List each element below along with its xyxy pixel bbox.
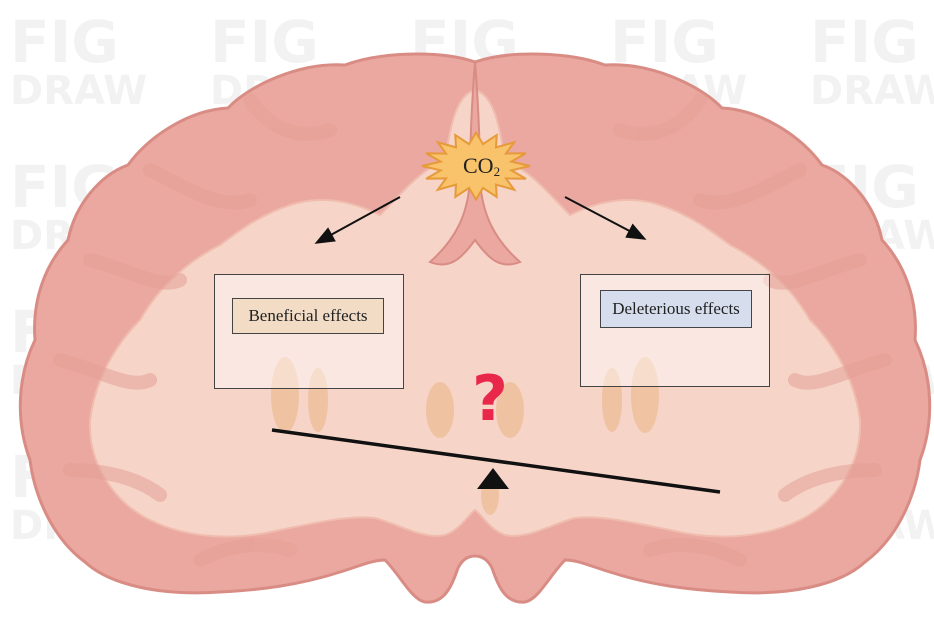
deleterious-effects-label: Deleterious effects	[600, 290, 752, 328]
watermark-fig: FIG	[810, 8, 919, 76]
watermark-fig: FIG	[210, 8, 319, 76]
watermark-fig: FIG	[10, 8, 119, 76]
watermark-draw: DRAW	[810, 68, 934, 114]
watermark-draw: DRAW	[10, 68, 147, 114]
question-mark: ?	[472, 368, 508, 430]
beneficial-effects-label: Beneficial effects	[232, 298, 384, 334]
co2-label: CO2	[463, 153, 500, 180]
